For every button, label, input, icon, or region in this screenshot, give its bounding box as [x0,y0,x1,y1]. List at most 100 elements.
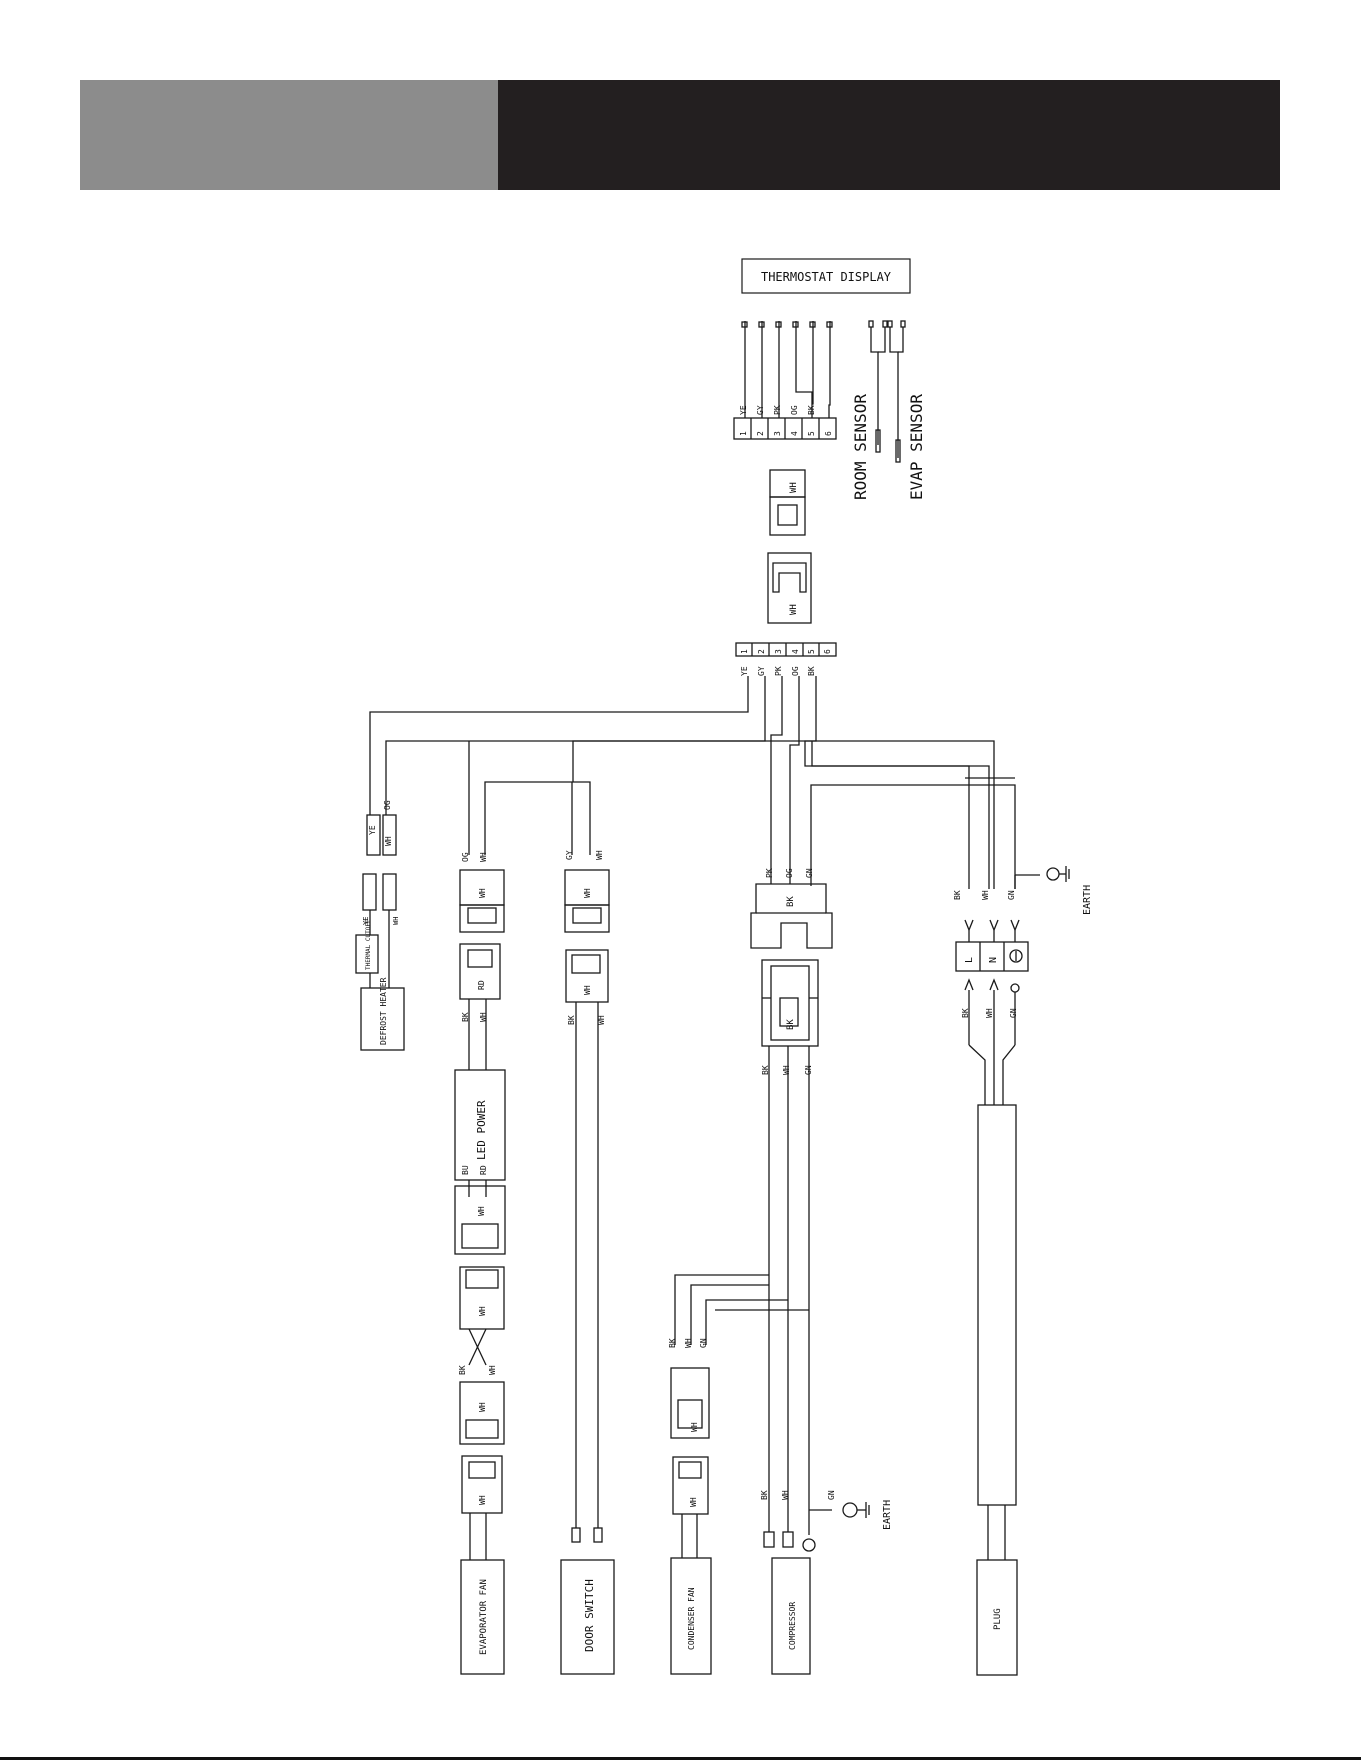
evaporator-fan-label: EVAPORATOR FAN [479,1579,489,1655]
led-connector-top: OG WH WH [459,852,505,933]
main-pin-block: 1 2 3 4 5 6 YE GY PK OG BK [735,642,837,676]
wire-gn: GN [1007,890,1016,900]
compressor-label: COMPRESSOR [788,1602,797,1650]
wire-og: OG [461,852,470,862]
door-switch: DOOR SWITCH [560,1559,615,1675]
connector-color-wh: WH [583,888,592,898]
connector-color-rd: RD [477,980,486,990]
evaporator-fan: EVAPORATOR FAN [460,1559,505,1675]
wire-rd: RD [479,1165,488,1175]
condenser-fan: CONDENSER FAN [670,1557,712,1675]
connector-color-wh: WH [789,482,799,493]
terminal-n: N [988,957,999,963]
wire-wh: WH [985,1008,994,1018]
wire-bk: BK [953,890,962,900]
earth-label: EARTH [882,1500,893,1530]
pin-2: 2 [757,649,766,654]
pin-6: 6 [823,649,832,654]
pin-5: 5 [807,649,816,654]
thermostat-display-label: THERMOSTAT DISPLAY [761,270,892,284]
display-connector-male: WH [769,469,806,536]
wire-bu: BU [461,1165,470,1175]
wire-og: OG [383,800,392,810]
pin-wire-pk: PK [774,666,783,676]
plug: PLUG [976,1559,1018,1676]
wire-wh: WH [781,1490,790,1500]
pin-wire-og: OG [791,666,800,676]
pin-1: 1 [740,649,749,654]
terminal-l: L [964,957,975,963]
wire-gn: GN [805,868,814,878]
pin-wire-gy: GY [757,666,766,676]
wire-wh: WH [392,917,400,925]
wire-wh: WH [782,1065,791,1075]
wire-bk: BK [760,1490,769,1500]
evap-connector-1: WH [454,1185,506,1255]
thermal-cutoff-label: THERMAL CUTOFF [365,919,372,970]
power-cord [977,1104,1017,1560]
plug-label: PLUG [993,1608,1003,1630]
wire-wh: WH [488,1365,497,1375]
pin-2: 2 [756,431,765,436]
connector-color-wh: WH [789,604,799,615]
evap-connector-2: WH BK WH [458,1266,505,1375]
ground-symbol-icon [1009,949,1023,963]
led-power: LED POWER BU RD [454,1069,506,1197]
thermal-cutoff: THERMAL CUTOFF [355,910,390,988]
room-sensor: ROOM SENSOR [851,320,888,500]
condenser-connector-bottom: WH [672,1456,709,1558]
evap-connector-4: WH [461,1455,503,1560]
wire-gn: GN [827,1490,836,1500]
wire-wh: WH [981,890,990,900]
wire-bk: BK [961,1008,970,1018]
display-connector-female: WH [767,552,812,624]
wire-og: OG [785,868,794,878]
bottom-rule [0,1757,1361,1760]
wire-wh: WH [479,852,488,862]
terminal-block: L N [955,941,1029,972]
pin-4: 4 [790,431,799,436]
wire-bk: BK [567,1015,576,1025]
wire-wh: WH [479,1012,488,1022]
pin-wire-og: OG [790,405,799,415]
header-band-black [498,80,1280,190]
condenser-fan-label: CONDENSER FAN [687,1587,696,1650]
wire-gn: GN [699,1338,708,1348]
connector-color-wh: WH [478,1306,487,1316]
wire-bk: BK [761,1065,770,1075]
thermostat-display: THERMOSTAT DISPLAY [741,258,911,294]
wire-ye: YE [362,917,370,925]
defrost-heater: DEFROST HEATER [360,977,405,1051]
pin-3: 3 [774,649,783,654]
wire-ye: YE [368,825,377,835]
door-connector-top: GY WH WH [564,850,610,933]
connector-color-wh: WH [690,1422,699,1432]
pin-4: 4 [791,649,800,654]
wire-wh: WH [595,850,604,860]
wire-gy: GY [565,850,574,860]
connector-color-bk: BK [786,896,796,907]
wire-wh: WH [597,1015,606,1025]
compressor: COMPRESSOR [771,1557,811,1675]
connector-color-wh: WH [384,836,393,846]
pin-wire-bk: BK [807,405,816,415]
harness-wires [369,676,1016,889]
pin-6: 6 [824,431,833,436]
wire-bk: BK [461,1012,470,1022]
pin-wire-ye: YE [739,405,748,415]
connector-color-bk: BK [786,1019,796,1030]
defrost-heater-label: DEFROST HEATER [379,977,388,1045]
evap-sensor: EVAP SENSOR [887,320,926,500]
terminal-top-labels: BK WH GN EARTH [953,866,1093,942]
evap-connector-3: WH [459,1381,505,1445]
condenser-connector-top: WH [670,1367,710,1439]
wire-bk: BK [668,1338,677,1348]
pin-wire-gy: GY [756,405,765,415]
wire-pk: PK [765,868,774,878]
led-power-label: LED POWER [475,1100,488,1160]
earth-label: EARTH [1082,885,1093,915]
pin-3: 3 [773,431,782,436]
connector-color-wh: WH [583,985,592,995]
compressor-connector-top: PK OG GN BK [750,868,833,949]
